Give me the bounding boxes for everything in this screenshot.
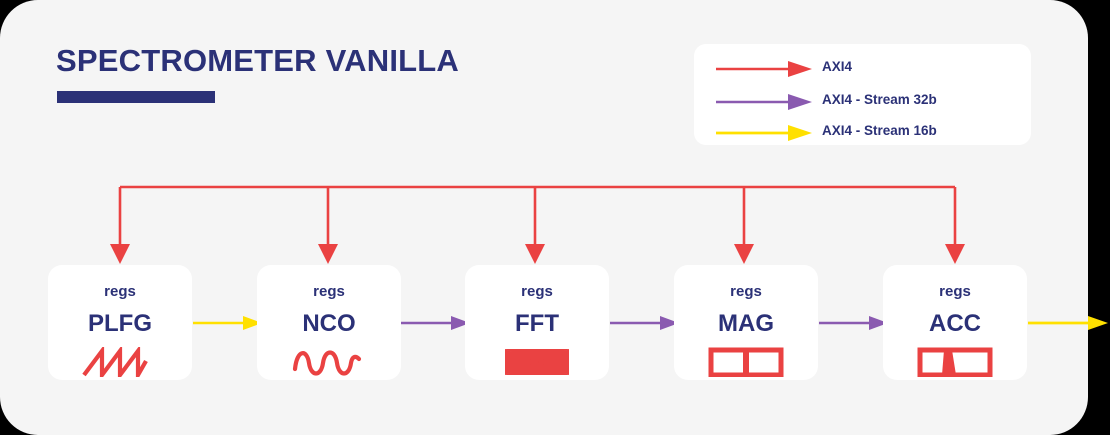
sawtooth-wave-icon xyxy=(82,347,148,377)
legend-item-axi4: AXI4 xyxy=(694,56,1031,82)
block-plfg[interactable]: regs PLFG xyxy=(48,265,192,380)
block-regs-label: regs xyxy=(730,283,762,300)
block-mag[interactable]: regs MAG xyxy=(674,265,818,380)
block-acc[interactable]: regs ACC xyxy=(883,265,1027,380)
legend-label: AXI4 - Stream 32b xyxy=(822,92,937,107)
block-name-label: PLFG xyxy=(88,310,152,337)
legend-label: AXI4 xyxy=(822,59,853,74)
legend-item-axi4-stream-32b: AXI4 - Stream 32b xyxy=(694,89,1031,115)
block-nco[interactable]: regs NCO xyxy=(257,265,401,380)
sine-wave-icon xyxy=(292,350,362,376)
block-name-label: FFT xyxy=(515,310,559,337)
legend-item-axi4-stream-16b: AXI4 - Stream 16b xyxy=(694,120,1031,146)
block-fft[interactable]: regs FFT xyxy=(465,265,609,380)
page-title: SPECTROMETER VANILLA xyxy=(56,43,459,78)
block-name-label: NCO xyxy=(302,310,356,337)
block-name-label: ACC xyxy=(929,310,981,337)
link-fft-mag xyxy=(610,316,679,330)
legend-box: AXI4 AXI4 - Stream 32b AXI4 - Stream 16b xyxy=(694,44,1031,145)
wedge-rectangle-icon xyxy=(917,347,993,377)
butterfly-bowtie-icon xyxy=(505,349,569,375)
axi4-bus xyxy=(110,185,965,264)
arrow-right-icon xyxy=(716,125,812,141)
split-rectangle-icon xyxy=(708,347,784,377)
link-plfg-nco xyxy=(193,316,262,330)
title-underline xyxy=(57,91,215,103)
block-regs-label: regs xyxy=(104,283,136,300)
link-acc-output xyxy=(1028,316,1108,330)
block-name-label: MAG xyxy=(718,310,774,337)
legend-label: AXI4 - Stream 16b xyxy=(822,123,937,138)
link-mag-acc xyxy=(819,316,888,330)
block-regs-label: regs xyxy=(939,283,971,300)
arrow-right-icon xyxy=(716,61,812,77)
arrow-right-icon xyxy=(716,94,812,110)
link-nco-fft xyxy=(401,316,470,330)
block-regs-label: regs xyxy=(521,283,553,300)
block-regs-label: regs xyxy=(313,283,345,300)
